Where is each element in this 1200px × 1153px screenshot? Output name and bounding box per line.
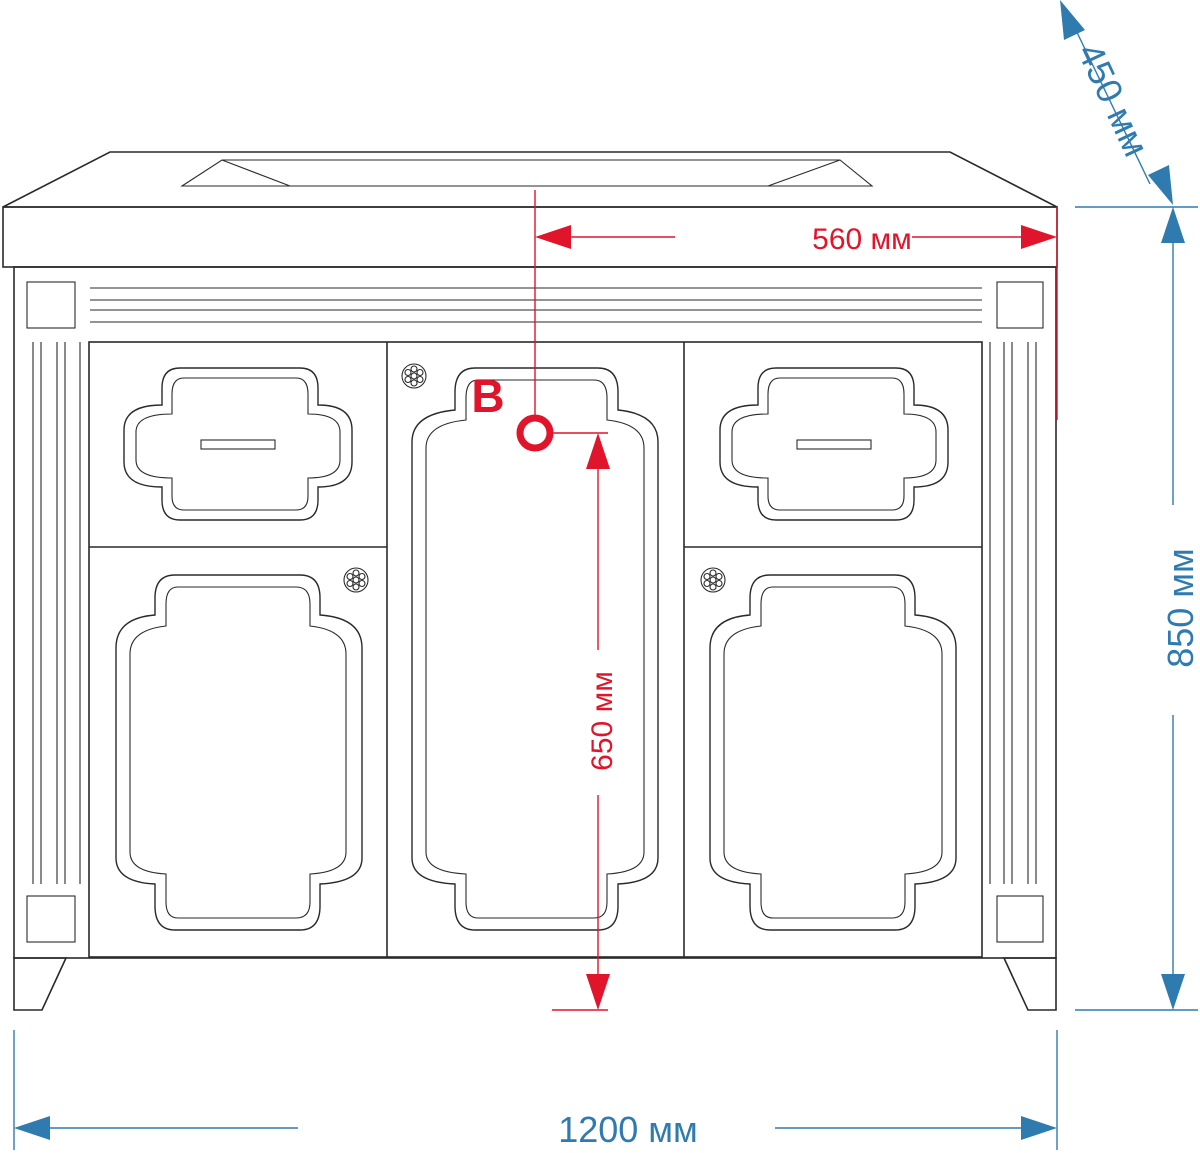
door-center bbox=[401, 363, 659, 931]
drawer-handle bbox=[200, 439, 276, 450]
right-pilaster bbox=[989, 342, 1037, 884]
drawer-left bbox=[123, 367, 353, 521]
door-left bbox=[115, 567, 369, 931]
sink-basin bbox=[180, 159, 874, 187]
door-knob-icon bbox=[401, 363, 427, 389]
arrow-up-icon bbox=[586, 433, 610, 469]
corner-block bbox=[996, 281, 1044, 329]
corner-block bbox=[26, 281, 76, 329]
door-knob-icon bbox=[700, 567, 726, 593]
door-right bbox=[700, 567, 957, 931]
door-knob-icon bbox=[343, 567, 369, 593]
depth-dimension: 450 мм bbox=[1060, 0, 1173, 205]
drawer-handle bbox=[796, 439, 872, 450]
arrow-up-icon bbox=[1161, 207, 1185, 243]
outlet-height-dimension: 650 мм bbox=[552, 432, 619, 1011]
outlet-icon bbox=[516, 414, 554, 452]
outlet-height-label: 650 мм bbox=[586, 671, 619, 771]
arrow-down-right-icon bbox=[1148, 165, 1173, 205]
arrow-up-left-icon bbox=[1060, 0, 1085, 40]
height-label: 850 мм bbox=[1160, 548, 1200, 668]
corner-block bbox=[996, 895, 1044, 943]
width-label: 1200 мм bbox=[558, 1109, 698, 1150]
depth-label: 450 мм bbox=[1069, 37, 1157, 163]
arrow-down-icon bbox=[586, 974, 610, 1010]
cabinet-legs bbox=[13, 957, 1057, 1011]
width-dimension: 1200 мм bbox=[13, 1030, 1058, 1150]
outlet-marker: B bbox=[471, 370, 554, 452]
drawer-right bbox=[719, 367, 949, 521]
outlet-offset-dimension: 560 мм bbox=[534, 190, 1058, 420]
arrow-right-icon bbox=[1021, 1116, 1057, 1140]
height-dimension: 850 мм bbox=[1075, 206, 1200, 1011]
corner-block bbox=[26, 895, 76, 943]
arrow-left-icon bbox=[14, 1116, 50, 1140]
left-pilaster bbox=[32, 342, 81, 884]
arrow-down-icon bbox=[1161, 974, 1185, 1010]
outlet-marker-label: B bbox=[471, 370, 504, 422]
arrow-left-icon bbox=[535, 225, 571, 249]
outlet-offset-label: 560 мм bbox=[812, 223, 912, 256]
cabinet-body bbox=[13, 266, 1057, 959]
arrow-right-icon bbox=[1021, 225, 1057, 249]
